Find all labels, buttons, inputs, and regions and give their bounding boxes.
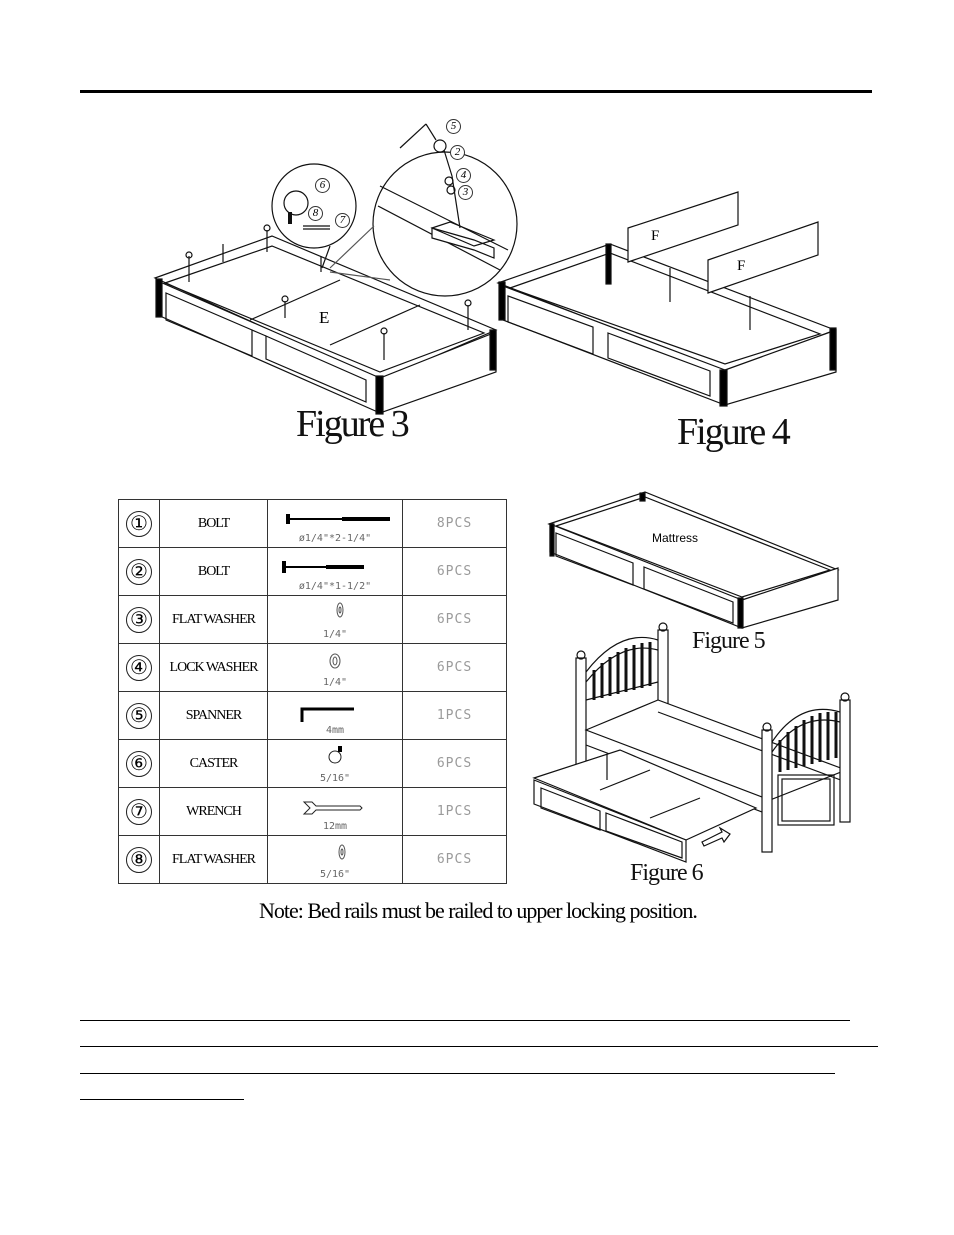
part-name: FLAT WASHER: [159, 835, 268, 884]
figure-4-caption: Figure 4: [677, 411, 791, 453]
part-name: BOLT: [159, 499, 268, 548]
part-image-lock-washer: 1/4": [267, 643, 403, 692]
callout-3: 3: [458, 185, 473, 200]
table-row: ⑦ WRENCH 12mm 1PCS: [118, 787, 507, 836]
callout-5: 5: [446, 119, 461, 134]
part-qty: 6PCS: [402, 643, 507, 692]
part-qty: 6PCS: [402, 547, 507, 596]
part-name: LOCK WASHER: [159, 643, 268, 692]
callout-4: 4: [456, 168, 471, 183]
part-spec: 1/4": [322, 629, 348, 640]
parts-table: ① BOLT ø1/4"*2-1/4" 8PCS ② BOLT ø1/4"*1-…: [118, 499, 507, 884]
part-name: BOLT: [159, 547, 268, 596]
part-name: SPANNER: [159, 691, 268, 740]
figure-6-caption: Figure 6: [630, 860, 704, 886]
part-image-bolt: ø1/4"*2-1/4": [267, 499, 403, 548]
part-number: ②: [126, 558, 152, 585]
part-name: WRENCH: [159, 787, 268, 836]
part-number: ⑤: [126, 702, 152, 729]
label-f-1: F: [651, 228, 660, 244]
part-qty: 6PCS: [402, 835, 507, 884]
part-number: ①: [126, 510, 152, 537]
part-name: CASTER: [159, 739, 268, 788]
part-qty: 8PCS: [402, 499, 507, 548]
part-spec: 5/16": [319, 773, 351, 784]
label-mattress: Mattress: [652, 531, 699, 545]
writing-line: [80, 1020, 850, 1021]
callout-2: 2: [450, 145, 465, 160]
table-row: ⑥ CASTER 5/16" 6PCS: [118, 739, 507, 788]
part-number: ⑦: [126, 798, 152, 825]
callout-7: 7: [335, 213, 350, 228]
part-qty: 6PCS: [402, 595, 507, 644]
callout-8: 8: [308, 206, 323, 221]
table-row: ① BOLT ø1/4"*2-1/4" 8PCS: [118, 499, 507, 548]
writing-line: [80, 1099, 244, 1100]
writing-line: [80, 1073, 835, 1074]
label-f-2: F: [737, 258, 746, 274]
table-row: ② BOLT ø1/4"*1-1/2" 6PCS: [118, 547, 507, 596]
part-image-flat-washer: 1/4": [267, 595, 403, 644]
label-e: E: [319, 308, 330, 327]
part-qty: 6PCS: [402, 739, 507, 788]
part-spec: 5/16": [319, 869, 351, 880]
figure-4-drawing: [496, 191, 837, 407]
part-image-flat-washer-large: 5/16": [267, 835, 403, 884]
part-image-bolt-short: ø1/4"*1-1/2": [267, 547, 403, 596]
writing-line: [80, 1046, 878, 1047]
part-qty: 1PCS: [402, 691, 507, 740]
part-image-wrench: 12mm: [267, 787, 403, 836]
part-name: FLAT WASHER: [159, 595, 268, 644]
part-image-caster: 5/16": [267, 739, 403, 788]
part-number: ⑧: [126, 846, 152, 873]
note-text: Note: Bed rails must be railed to upper …: [259, 898, 698, 923]
part-spec: 1/4": [322, 677, 348, 688]
figure-5-caption: Figure 5: [692, 628, 766, 654]
table-row: ③ FLAT WASHER 1/4" 6PCS: [118, 595, 507, 644]
figure-3-caption: Figure 3: [296, 403, 410, 445]
part-spec: 12mm: [322, 821, 348, 832]
figure-5-drawing: [547, 491, 840, 629]
callout-6: 6: [315, 178, 330, 193]
part-qty: 1PCS: [402, 787, 507, 836]
top-rule: [80, 90, 872, 93]
table-row: ⑤ SPANNER 4mm 1PCS: [118, 691, 507, 740]
part-number: ③: [126, 606, 152, 633]
table-row: ⑧ FLAT WASHER 5/16" 6PCS: [118, 835, 507, 884]
part-spec: ø1/4"*2-1/4": [298, 533, 372, 544]
part-image-spanner: 4mm: [267, 691, 403, 740]
part-spec: 4mm: [325, 725, 345, 736]
part-spec: ø1/4"*1-1/2": [298, 581, 372, 592]
table-row: ④ LOCK WASHER 1/4" 6PCS: [118, 643, 507, 692]
figure-6-drawing: [532, 622, 851, 863]
part-number: ⑥: [126, 750, 152, 777]
part-number: ④: [126, 654, 152, 681]
